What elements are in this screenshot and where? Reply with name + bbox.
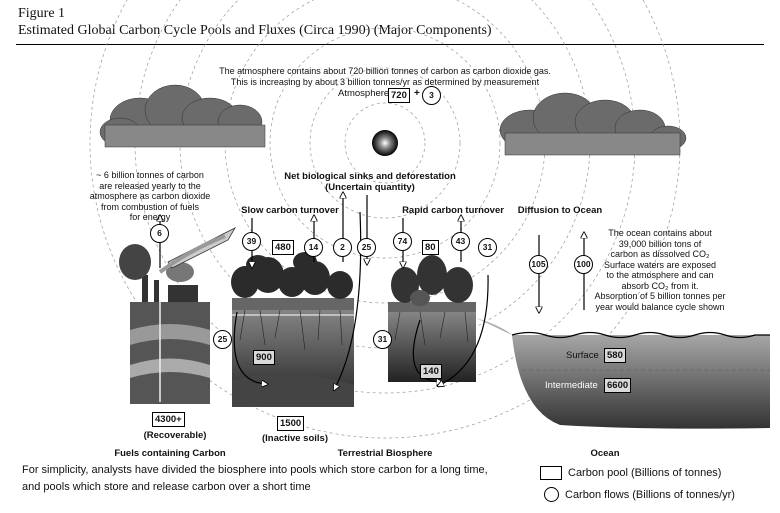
ocean-note-line: The ocean contains about xyxy=(608,228,712,238)
ocean-surface-label: Surface xyxy=(566,350,599,361)
fossil-note: ~ 6 billion tonnes of carbon are release… xyxy=(75,170,225,223)
fossil-fuel-block xyxy=(130,300,210,404)
slow-pool: 480 xyxy=(272,240,294,255)
ocean-up-flow: 100 xyxy=(574,255,593,274)
ocean-intermediate-label: Intermediate xyxy=(545,380,598,391)
rapid-soil-flow-2: 31 xyxy=(373,330,392,349)
title-rule xyxy=(16,44,764,45)
atmosphere-note-line2: This is increasing by about 3 billion to… xyxy=(230,76,540,87)
footer-line2: and pools which store and release carbon… xyxy=(22,481,311,493)
net-sinks-uncertain: (Uncertain quantity) xyxy=(325,182,415,193)
ocean-diffusion-title: Diffusion to Ocean xyxy=(517,205,603,216)
ocean-caption: Ocean xyxy=(590,448,620,459)
ocean-note-line: 39,000 billion tons of xyxy=(618,238,702,249)
slow-up-flow: 14 xyxy=(304,238,323,257)
ocean-note-line: Absorption of 5 billion tonnes per xyxy=(594,291,726,301)
ocean-note: The ocean contains about 39,000 billion … xyxy=(590,228,730,312)
rapid-up-flow: 43 xyxy=(451,232,470,251)
atmosphere-label: Atmosphere xyxy=(338,88,390,99)
fossil-note-line: from combustion of fuels xyxy=(100,201,200,212)
fossil-note-line: are released yearly to the xyxy=(99,180,201,191)
atmosphere-plus: + xyxy=(414,88,420,99)
slow-soil-flow: 25 xyxy=(213,330,232,349)
figure-title: Estimated Global Carbon Cycle Pools and … xyxy=(18,23,492,38)
ocean-note-line: Surface waters are exposed xyxy=(603,259,717,270)
fossil-pool-note: (Recoverable) xyxy=(143,430,207,441)
rocket-plume xyxy=(158,227,237,274)
ocean-surface-pool: 580 xyxy=(604,348,626,363)
ocean-note-line: absorb CO₂ from it. xyxy=(621,280,699,291)
fossil-note-line: atmosphere as carbon dioxide xyxy=(89,191,211,201)
factory-smokestacks xyxy=(119,244,198,302)
rapid-soil-pool: 140 xyxy=(420,364,442,379)
legend-flow-label: Carbon flows (Billions of tonnes/yr) xyxy=(565,488,735,501)
net-up-flow: 2 xyxy=(333,238,352,257)
ocean-note-line: carbon as dissolved CO₂ xyxy=(610,249,710,259)
atmosphere-note: The atmosphere contains about 720 billio… xyxy=(205,66,565,87)
ocean-down-flow: 105 xyxy=(529,255,548,274)
slow-soil-block xyxy=(232,307,354,407)
legend-box-icon xyxy=(540,466,562,480)
inactive-soil-pool: 1500 xyxy=(277,416,305,431)
crops-plants xyxy=(388,255,476,312)
inactive-soil-note: (Inactive soils) xyxy=(262,433,328,444)
rapid-down-flow: 74 xyxy=(393,232,412,251)
atmosphere-pool: 720 xyxy=(388,88,410,103)
net-down-flow: 25 xyxy=(357,238,376,257)
ocean-basin xyxy=(476,318,770,429)
ocean-note-line: year would balance cycle shown xyxy=(595,301,725,312)
fossil-flow: 6 xyxy=(150,224,169,243)
rapid-pool: 80 xyxy=(422,240,439,255)
atmosphere-note-line1: The atmosphere contains about 720 billio… xyxy=(219,66,551,76)
cloud-right xyxy=(499,92,687,156)
atmosphere-increase-flow: 3 xyxy=(422,86,441,105)
rapid-turnover-title: Rapid carbon turnover xyxy=(402,205,504,216)
slow-turnover-title: Slow carbon turnover xyxy=(241,205,339,216)
fossil-note-line: for energy xyxy=(129,212,171,222)
sun-orb xyxy=(372,130,398,156)
footer-line1: For simplicity, analysts have divided th… xyxy=(22,464,488,476)
fossil-pool: 4300+ xyxy=(152,412,185,427)
legend-pool-label: Carbon pool (Billions of tonnes) xyxy=(568,467,722,479)
net-sinks-title: Net biological sinks and deforestation xyxy=(284,171,456,182)
footer-text: For simplicity, analysts have divided th… xyxy=(22,462,542,496)
legend-flow: Carbon flows (Billions of tonnes/yr) xyxy=(544,487,735,502)
cloud-left xyxy=(99,84,266,148)
ocean-note-line: to the atmosphere and can xyxy=(606,270,714,280)
figure-label: Figure 1 xyxy=(18,6,66,21)
ocean-intermediate-pool: 6600 xyxy=(604,378,632,393)
fossil-note-line: ~ 6 billion tonnes of carbon xyxy=(96,170,204,180)
slow-down-flow: 39 xyxy=(242,232,261,251)
fossil-caption: Fuels containing Carbon xyxy=(114,448,226,459)
soil-pool: 900 xyxy=(253,350,275,365)
terrestrial-caption: Terrestrial Biosphere xyxy=(337,448,433,459)
forest-trees xyxy=(231,252,354,310)
legend-circle-icon xyxy=(544,487,559,502)
rapid-soil-flow: 31 xyxy=(478,238,497,257)
legend-pool: Carbon pool (Billions of tonnes) xyxy=(540,466,721,480)
